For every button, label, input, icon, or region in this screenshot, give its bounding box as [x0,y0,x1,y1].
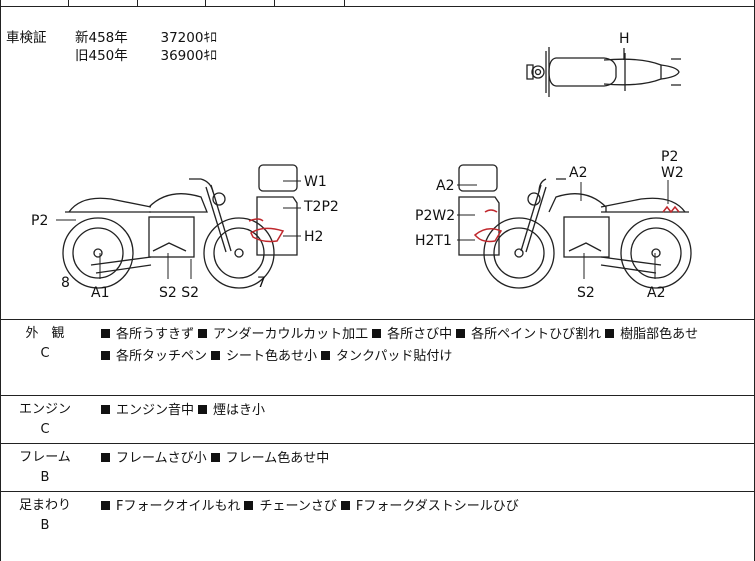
item-text: Fフォークダストシールひび [355,499,519,514]
label-a2-bottom: A2 [647,285,665,301]
top-table-edge [0,0,755,7]
shaken-label: 車検証 [6,30,47,46]
item-text: チェーンさび [259,499,337,514]
section-category: フレーム B [1,444,89,488]
top-view-label-h: H [619,31,630,47]
bullet-icon [340,501,350,510]
motorcycle-left-side-view [62,164,298,289]
right-damage-marks [473,205,680,243]
items-line: フレームさび小 フレーム色あせ中 [101,448,751,470]
item-text: 煙はき小 [213,403,266,418]
bullet-icon [101,405,110,414]
items-line: 各所うすきず アンダーカウルカット加工 各所さび中 各所ペイントひび割れ 樹脂部色あせ [101,324,751,346]
label-7: 7 [257,275,266,291]
category-label: エンジン [18,402,71,417]
category-label: 足まわり [18,498,71,513]
shaken-row-new: 新458年 37200ｷﾛ [75,29,217,47]
item-text: 各所ペイントひび割れ [471,327,602,342]
bullet-icon [198,329,208,338]
motorcycle-diagrams: H [31,31,692,301]
bullet-icon [101,453,110,462]
shaken-kind: 旧 [75,48,89,64]
damage-diagram-panel: 車検証 新458年 37200ｷﾛ 旧450年 36900ｷﾛ [0,7,755,320]
shaken-year: 450年 [88,48,128,64]
items-line: 各所タッチペン シート色あせ小 タンクパッド貼付け [101,346,751,368]
item-text: シート色あせ小 [226,349,318,364]
grade-label: B [40,470,50,485]
label-w2: W2 [661,165,684,181]
section-items: エンジン音中 煙はき小 [101,400,751,422]
bullet-icon [211,351,221,360]
right-leader-lines [457,180,669,279]
left-leader-lines [56,180,301,279]
bullet-icon [372,329,382,338]
label-a2-top: A2 [569,165,587,181]
bullet-icon [101,351,110,360]
bullet-icon [101,501,110,510]
section-category: 外 観 C [1,320,89,364]
section-items: 各所うすきずアンダーカウルカット加工各所さび中各所ペイントひび割れ樹脂部色あせ … [101,324,751,368]
left-damage-marks [248,218,285,243]
label-h2: H2 [304,229,323,245]
motorcycle-top-view [526,47,681,97]
items-line: エンジン音中 煙はき小 [101,400,751,422]
shaken-kind: 新 [75,30,89,46]
label-a1: A1 [91,285,109,301]
section-engine: エンジン C エンジン音中 煙はき小 [0,396,755,444]
label-s2s2: S2 S2 [159,285,199,301]
motorcycle-right-side-view [458,164,692,289]
bullet-icon [244,501,254,510]
label-s2: S2 [577,285,595,301]
category-label: フレーム [19,450,71,465]
section-items: Fフォークオイルもれ チェーンさび Fフォークダストシールひび [101,496,751,518]
shaken-row-old: 旧450年 36900ｷﾛ [75,47,217,65]
label-t2p2: T2P2 [303,199,339,215]
item-text: フレームさび小 [116,451,207,466]
grade-label: C [40,422,50,437]
label-p2w2: P2W2 [415,208,455,224]
item-text: 樹脂部色あせ [620,327,699,342]
item-text: Fフォークオイルもれ [116,499,241,514]
shaken-year: 458年 [88,30,128,46]
section-suspension: 足まわり B Fフォークオイルもれ チェーンさび Fフォークダストシールひび [0,492,755,561]
category-label: 外 観 [25,326,65,341]
label-a2-tank: A2 [436,178,454,194]
bullet-icon [101,329,110,338]
grade-label: C [40,346,50,361]
bullet-icon [456,329,466,338]
shaken-value: 36900ｷﾛ [160,48,217,64]
item-text: 各所さび中 [387,327,453,342]
label-p2-top: P2 [661,149,678,165]
label-8: 8 [61,275,70,291]
shaken-value: 37200ｷﾛ [160,30,217,46]
item-text: 各所タッチペン [116,349,208,364]
item-text: タンクパッド貼付け [336,349,453,364]
section-frame: フレーム B フレームさび小 フレーム色あせ中 [0,444,755,492]
grade-label: B [40,518,50,533]
section-category: エンジン C [1,396,89,440]
bullet-icon [321,351,331,360]
bullet-icon [605,329,615,338]
section-category: 足まわり B [1,492,89,536]
section-exterior: 外 観 C 各所うすきず アンダーカウルカット加工 各所さび中 各所ペイントひび割れ 樹… [0,320,755,396]
item-text: フレーム色あせ中 [225,451,330,466]
bullet-icon [198,405,208,414]
items-line: Fフォークオイルもれ チェーンさび Fフォークダストシールひび [101,496,751,518]
bullet-icon [210,453,220,462]
item-text: 各所うすきず [116,327,195,342]
label-h2t1: H2T1 [415,233,452,249]
label-w1: W1 [304,174,327,190]
section-items: フレームさび小 フレーム色あせ中 [101,448,751,470]
item-text: アンダーカウルカット加工 [213,327,369,342]
label-p2: P2 [31,213,48,229]
item-text: エンジン音中 [116,403,195,418]
